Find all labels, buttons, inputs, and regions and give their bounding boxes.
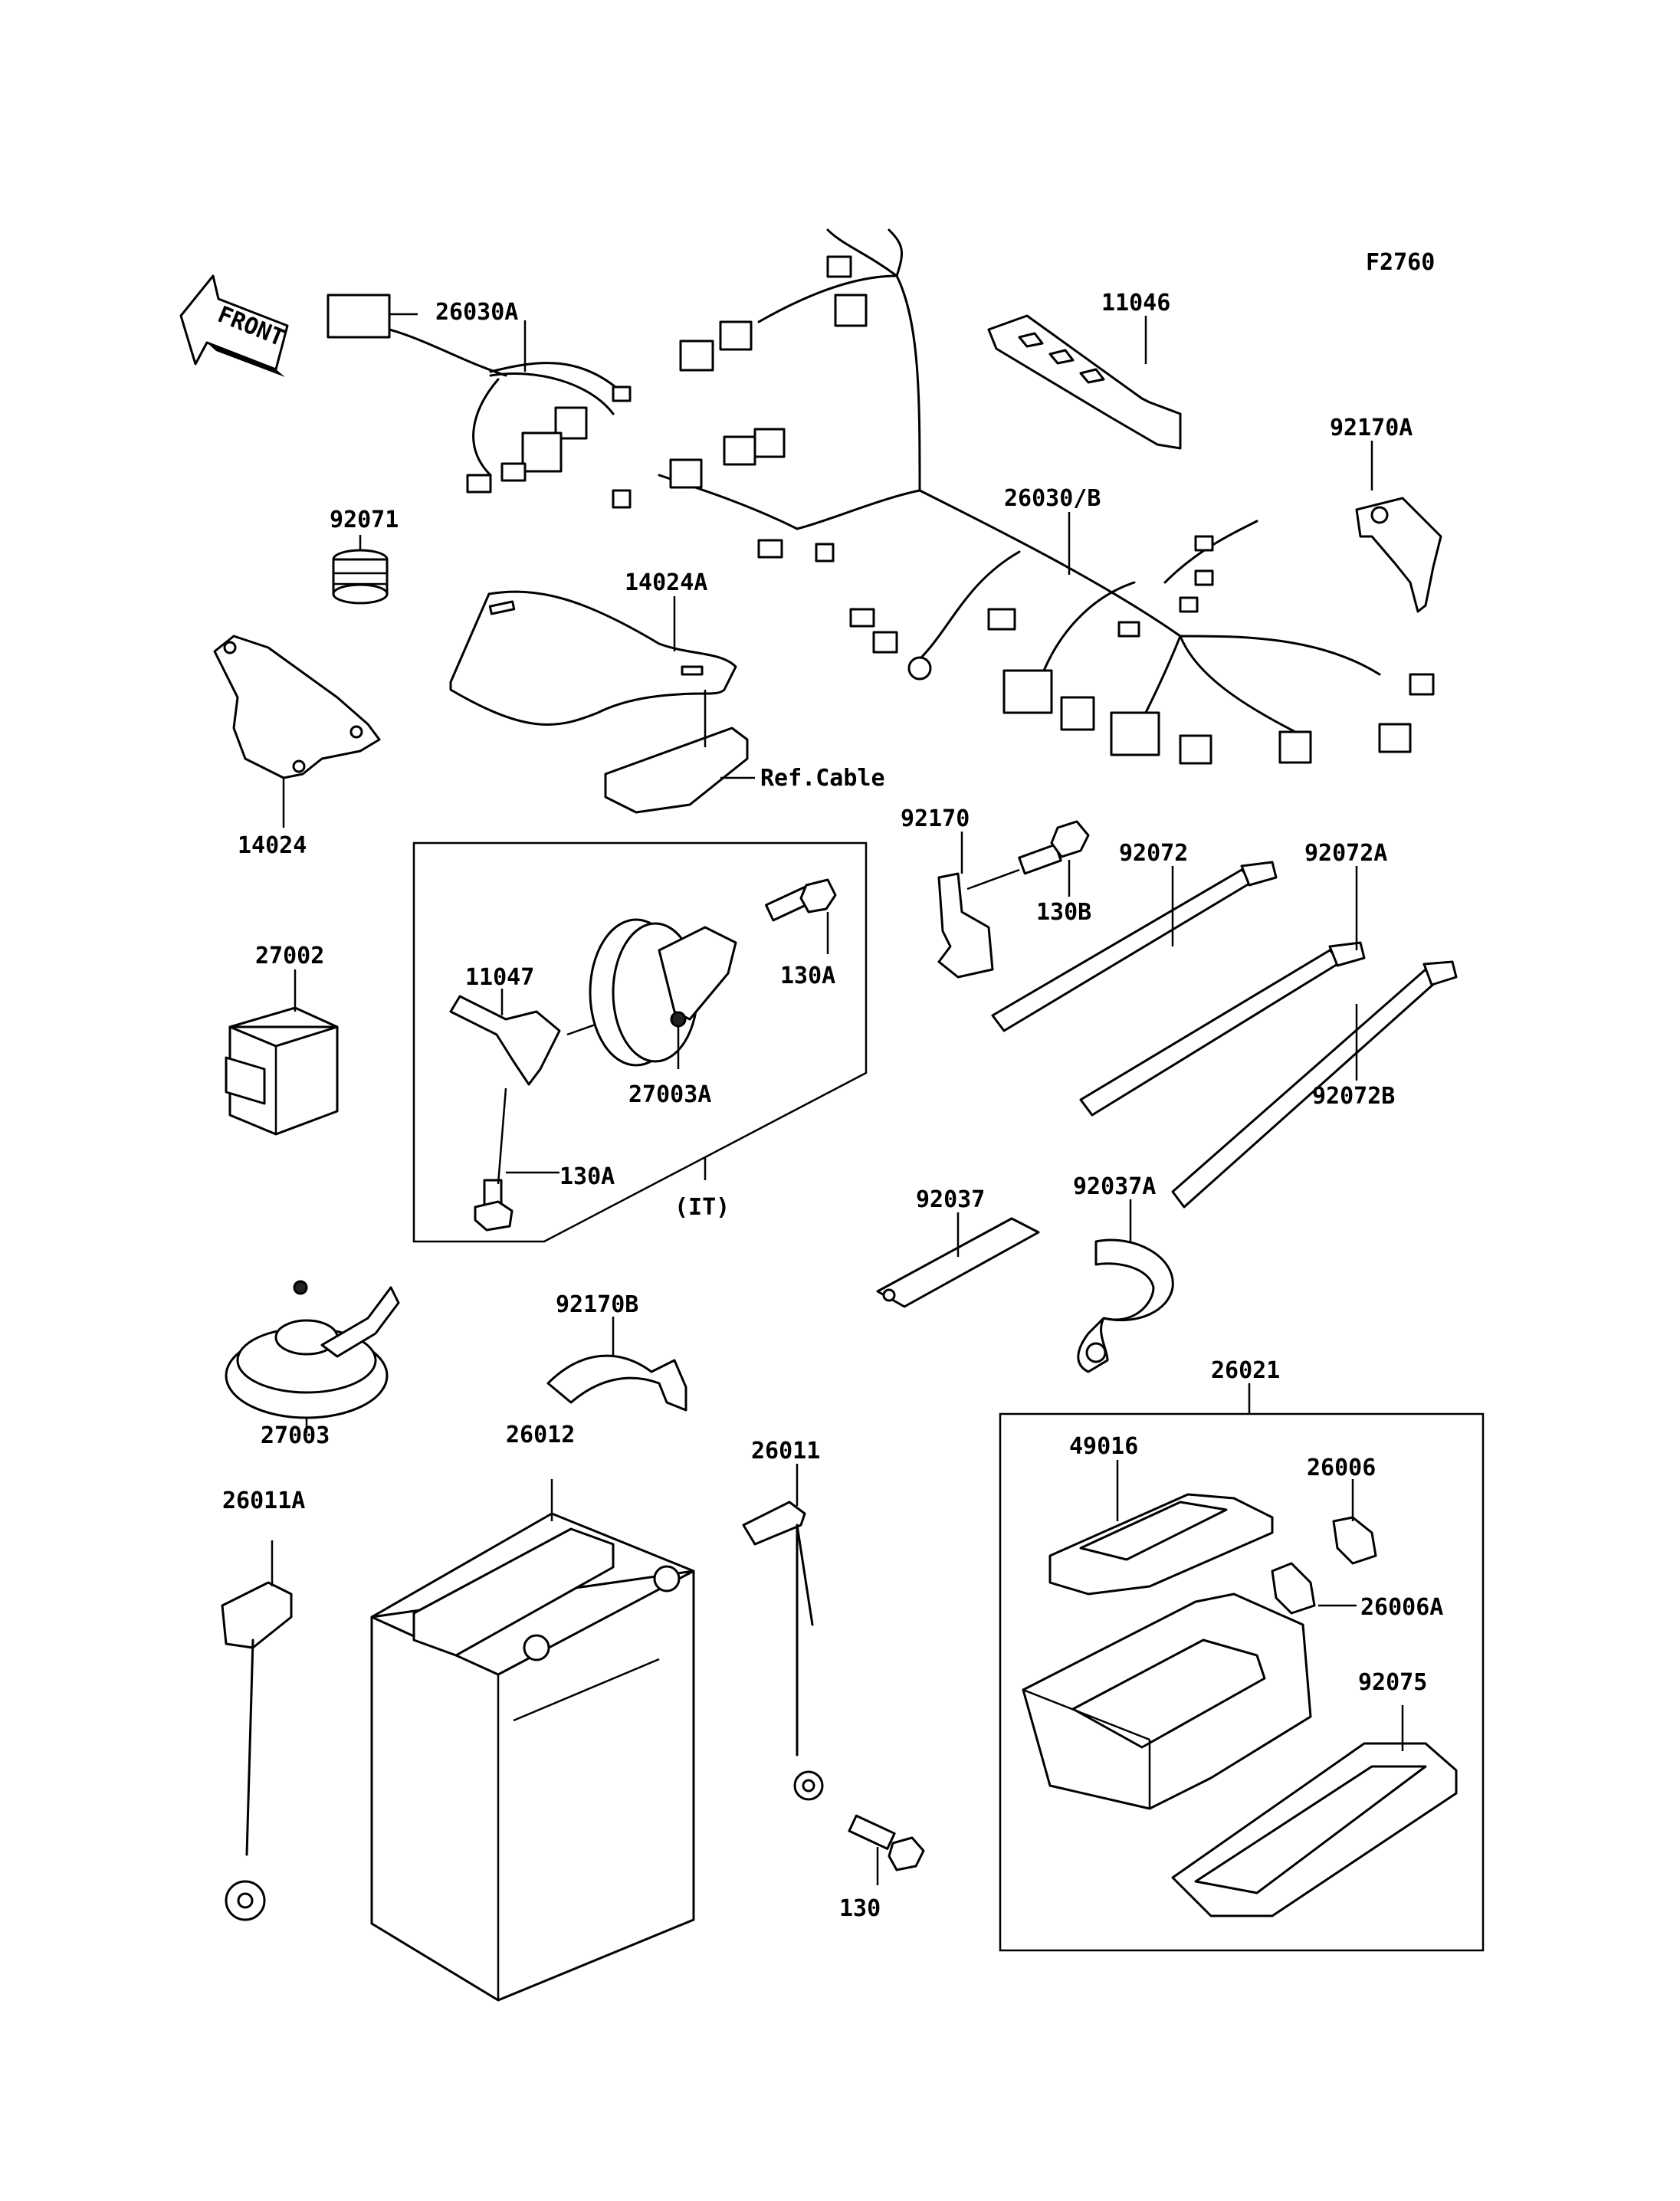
clamp-92170b — [546, 1354, 687, 1412]
label-92037: 92037 — [916, 1186, 985, 1213]
label-130b: 130B — [1036, 899, 1091, 926]
label-92072b: 92072B — [1312, 1083, 1395, 1110]
label-92170b: 92170B — [556, 1291, 638, 1318]
fuse-box-group-26021 — [999, 1412, 1485, 1952]
fuse-26006a — [1271, 1562, 1316, 1615]
label-92075: 92075 — [1358, 1669, 1427, 1696]
bolt-130b — [1018, 820, 1090, 875]
horn-27003 — [225, 1280, 400, 1419]
label-26030b: 26030/B — [1004, 485, 1101, 512]
label-26011: 26011 — [751, 1438, 820, 1465]
label-49016: 49016 — [1069, 1433, 1138, 1460]
ref-cable-note: Ref.Cable — [760, 765, 885, 792]
cable-tie-92072 — [991, 861, 1278, 1032]
bolt-130a-top — [765, 878, 837, 922]
bolt-130 — [848, 1814, 925, 1871]
cable-26011a — [221, 1581, 293, 1921]
label-14024a: 14024A — [625, 569, 707, 596]
bracket-14024 — [213, 635, 381, 779]
sub-harness-26030a — [326, 294, 632, 494]
clamp-92037a — [1077, 1238, 1174, 1373]
grommet-92071 — [332, 549, 389, 605]
it-group-note: (IT) — [674, 1194, 730, 1221]
label-26006: 26006 — [1307, 1455, 1376, 1481]
label-92170a: 92170A — [1330, 415, 1413, 441]
cable-tie-92072b — [1171, 960, 1458, 1209]
label-92170: 92170 — [901, 805, 970, 832]
bracket-11047 — [449, 995, 561, 1086]
label-130: 130 — [839, 1895, 881, 1922]
bolt-130a-bottom — [474, 1179, 514, 1232]
fuse-26006 — [1332, 1516, 1377, 1565]
cover-49016 — [1048, 1493, 1274, 1596]
horn-27003a — [589, 918, 737, 1067]
label-92071: 92071 — [330, 507, 399, 533]
label-11047: 11047 — [465, 964, 534, 991]
bracket-11046 — [987, 314, 1182, 450]
battery-26012 — [370, 1512, 695, 2002]
label-11046: 11046 — [1101, 290, 1170, 317]
label-26021: 26021 — [1211, 1357, 1280, 1384]
diagram-code: F2760 — [1366, 249, 1435, 276]
label-26006a: 26006A — [1360, 1594, 1443, 1621]
label-14024: 14024 — [238, 832, 307, 859]
clamp-92170 — [937, 872, 994, 979]
front-arrow-icon: FRONT — [179, 274, 289, 377]
relay-27002 — [225, 1006, 339, 1136]
band-92037 — [876, 1217, 1040, 1308]
label-92072: 92072 — [1119, 840, 1188, 867]
label-92037a: 92037A — [1073, 1173, 1156, 1200]
cable-26011 — [742, 1501, 824, 1801]
clamp-92170a — [1355, 497, 1442, 613]
label-27003: 27003 — [261, 1422, 330, 1449]
cover-92075 — [1171, 1742, 1458, 1917]
main-harness-26030b — [612, 228, 1435, 765]
label-26011a: 26011A — [222, 1488, 305, 1514]
label-27003a: 27003A — [628, 1081, 711, 1108]
label-26030a: 26030A — [435, 299, 518, 326]
fuse-box — [1022, 1593, 1312, 1810]
label-130a-top: 130A — [780, 963, 835, 989]
label-92072a: 92072A — [1304, 840, 1387, 867]
label-27002: 27002 — [255, 943, 324, 969]
label-130a-bottom: 130A — [559, 1163, 615, 1190]
label-26012: 26012 — [506, 1422, 575, 1448]
plate-14024a — [449, 590, 749, 814]
